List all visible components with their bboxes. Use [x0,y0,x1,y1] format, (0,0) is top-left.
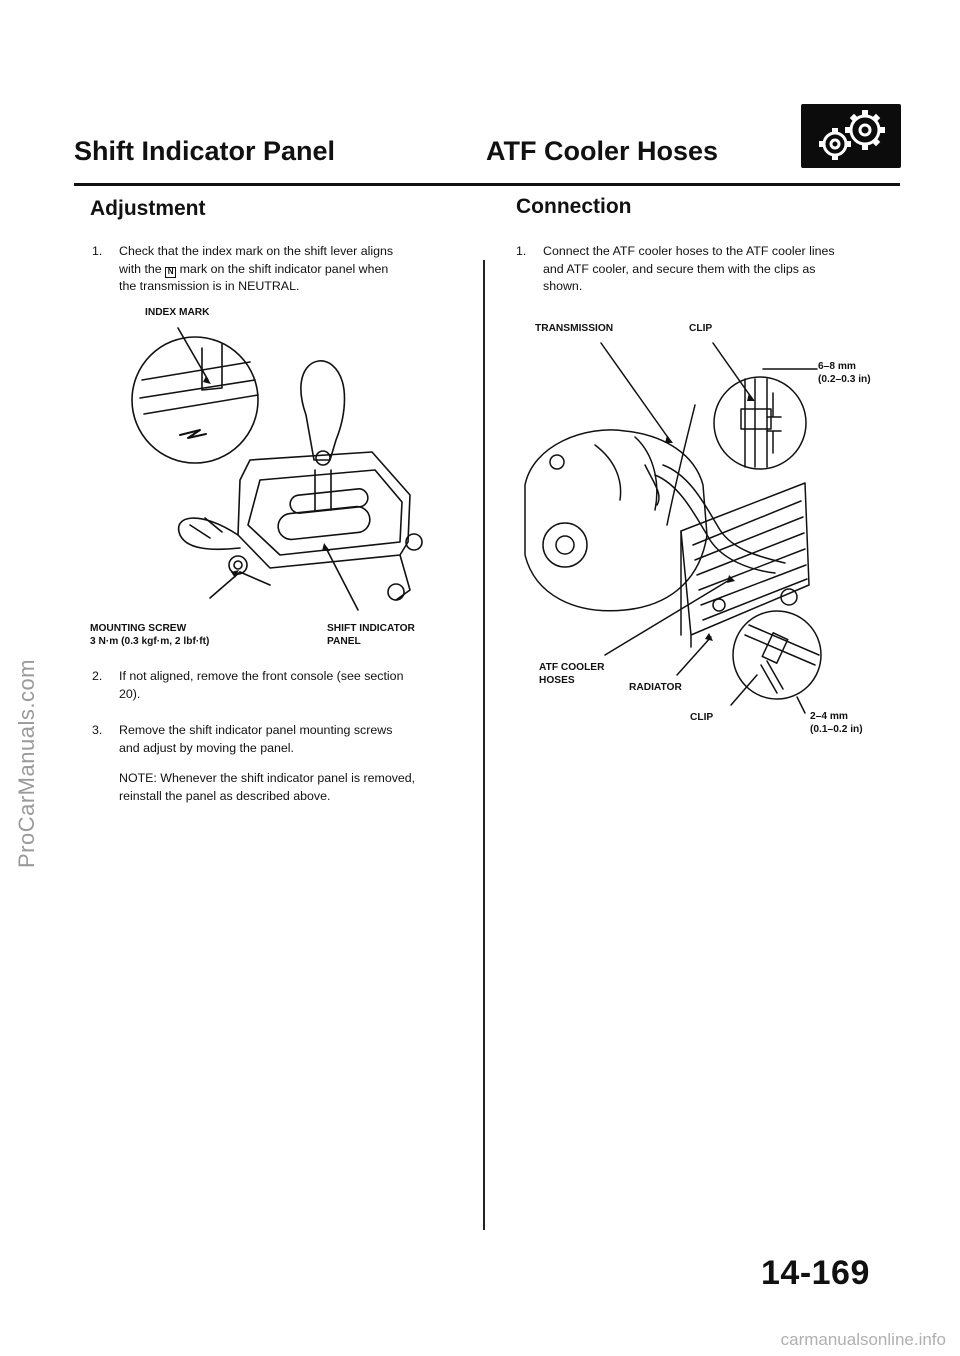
note-line: reinstall the panel as described above. [119,788,331,803]
step-number: 1. [92,244,103,258]
page-title-shift-indicator-panel: Shift Indicator Panel [74,136,336,166]
note-reinstall-panel: NOTE: Whenever the shift indicator panel… [119,770,461,805]
section-heading-connection: Connection [516,195,632,218]
neutral-mark-symbol: N [165,266,177,278]
step-text-fragment: mark on the shift indicator panel when [179,261,389,276]
label-line: (0.1–0.2 in) [810,724,863,735]
label-line: MOUNTING SCREW [90,623,187,634]
watermark-procarmanuals: ProCarManuals.com [14,658,39,868]
label-shift-indicator-panel: SHIFT INDICATOR PANEL [327,622,415,648]
transmission-detail [644,464,660,506]
clip-detail-hose-bottom [744,624,820,666]
step-text-line: If not aligned, remove the front console… [119,669,404,683]
label-line: 2–4 mm [810,711,848,722]
step-text-line: shown. [543,279,583,293]
label-atf-cooler-hoses: ATF COOLER HOSES [539,661,604,687]
label-dimension-bottom: 2–4 mm (0.1–0.2 in) [810,710,863,736]
column-divider [483,260,485,1230]
label-mounting-screw: MOUNTING SCREW 3 N·m (0.3 kgf·m, 2 lbf·f… [90,622,209,648]
transmission-flange [542,522,588,568]
mounting-screw-bottom [387,583,405,601]
clip-detail-band-top [740,408,772,430]
label-line: HOSES [539,675,575,686]
hose-upper [666,404,696,526]
label-line: 3 N·m (0.3 kgf·m, 2 lbf·ft) [90,636,210,647]
upper-slot [289,488,369,514]
atf-cooler-line-1 [654,474,776,574]
panel-leader [325,547,359,611]
label-line: 6–8 mm [818,361,856,372]
panel-inner-edge [247,469,403,556]
transmission-leader [600,342,670,440]
wire-harness [177,517,241,551]
label-clip-bottom: CLIP [690,712,714,723]
transmission-ribs [594,436,658,511]
step-text-line: Check that the index mark on the shift l… [119,244,394,258]
label-line: SHIFT INDICATOR [327,623,415,634]
radiator-tank [680,530,692,648]
clip-bottom-leader [730,674,758,706]
mounting-screw-right [405,533,423,551]
watermark-carmanualsonline: carmanualsonline.info [780,1330,946,1349]
clip-dimension-marks-bottom [760,660,784,694]
step-text-fragment: with the [119,261,162,276]
clip-detail-circle-top [713,376,807,470]
step-text-line: Connect the ATF cooler hoses to the ATF … [543,244,835,258]
label-index-mark: INDEX MARK [145,307,210,318]
cooler-fitting-lower [712,598,726,612]
clip-detail-band-bottom [761,632,789,664]
label-line: (0.2–0.3 in) [818,374,871,385]
radiator-fins [692,500,808,621]
atf-cooler-line-2 [662,464,786,564]
step-text-line: with the N mark on the shift indicator p… [119,261,393,279]
step-number: 2. [92,669,103,683]
bracket-lines [239,554,411,601]
knob-button [315,450,331,466]
radiator-core [680,482,810,636]
note-line: NOTE: Whenever the shift indicator panel… [119,771,416,785]
shift-indicator-figure [131,327,423,611]
cooler-fitting [780,588,798,606]
harness-connector [189,517,223,539]
dim-leader-bottom [796,696,806,714]
shift-lever-shaft [314,469,332,511]
step-text-line: and adjust by moving the panel. [119,740,294,755]
clip-top-leader [712,342,752,398]
label-dimension-top: 6–8 mm (0.2–0.3 in) [818,360,871,386]
transmission-gears-icon [801,104,901,168]
step-text-line: 20). [119,686,141,701]
detail-console-lines [139,361,259,415]
step-text-line: the transmission is in NEUTRAL. [119,279,300,293]
label-line: ATF COOLER [539,662,605,673]
hoses-leader [604,578,732,656]
step-text-line: and ATF cooler, and secure them with the… [543,261,816,276]
transmission-bolt [549,454,565,470]
radiator-leader [676,636,712,676]
page-number: 14-169 [761,1254,870,1292]
label-line: PANEL [327,636,361,647]
shift-knob [300,360,346,461]
step-text-line: Remove the shift indicator panel mountin… [119,723,393,737]
atf-cooler-hose-figure [524,342,822,714]
detail-n-mark [179,429,207,439]
label-radiator: RADIATOR [629,682,682,693]
index-mark-leader [177,327,209,381]
step-number: 3. [92,723,103,737]
label-clip-top: CLIP [689,323,713,334]
section-heading-adjustment: Adjustment [90,197,206,220]
header-divider [74,183,900,186]
clip-dimension-marks-top [766,392,782,454]
page-title-atf-cooler-hoses: ATF Cooler Hoses [486,136,719,166]
clip-detail-hose-top [744,378,768,468]
index-mark-detail-circle [131,336,259,464]
step-number: 1. [516,244,527,258]
clip-detail-circle-bottom [732,610,822,700]
label-transmission: TRANSMISSION [535,323,614,334]
